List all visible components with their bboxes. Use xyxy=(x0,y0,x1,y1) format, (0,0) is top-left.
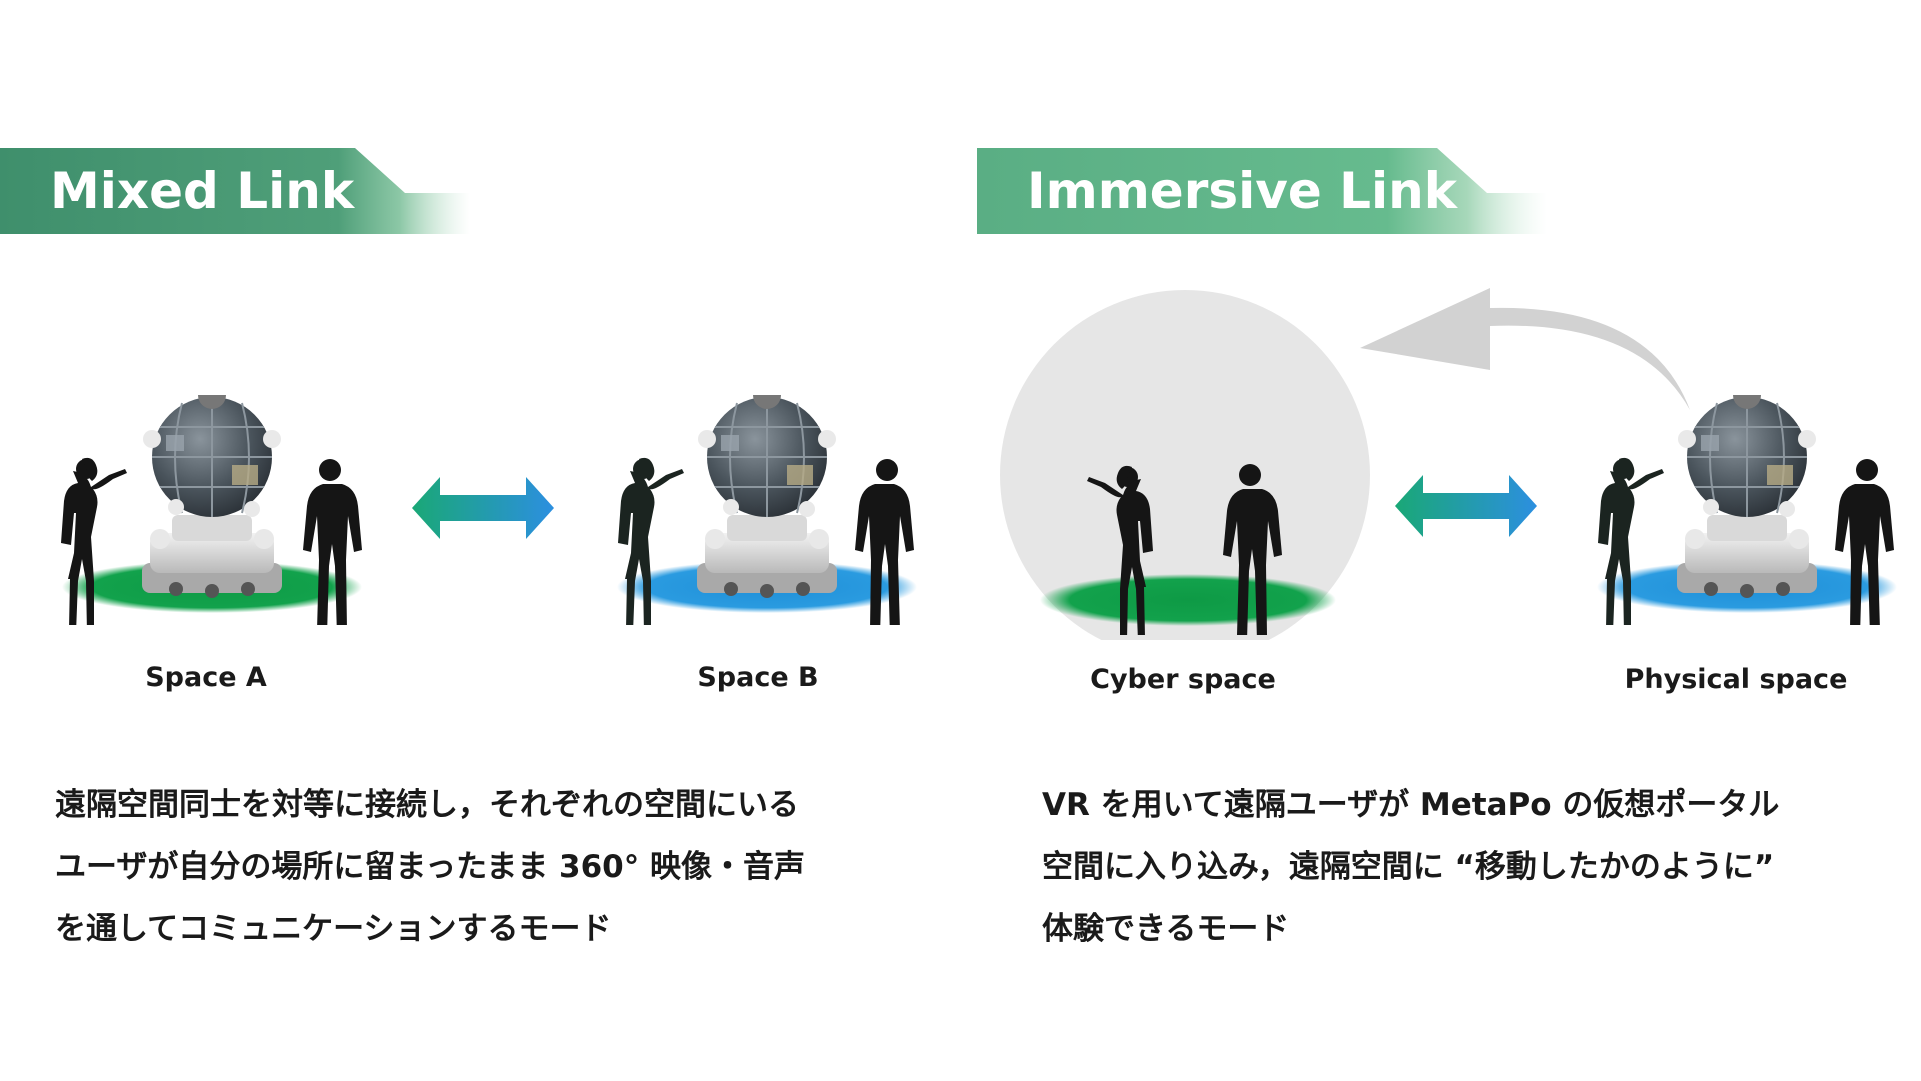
cyber-space-label: Cyber space xyxy=(1090,664,1276,695)
curved-arrow-icon xyxy=(1350,280,1700,420)
description-line: 遠隔空間同士を対等に接続し，それぞれの空間にいる xyxy=(55,787,799,823)
banner-shape xyxy=(0,148,470,234)
space-b-label: Space B xyxy=(697,662,819,693)
immersive-link-banner: Immersive Link xyxy=(977,148,1557,234)
immersive-link-description: VR を用いて遠隔ユーザが MetaPo の仮想ポータル 空間に入り込み，遠隔空… xyxy=(1042,774,1779,960)
mixed-link-description: 遠隔空間同士を対等に接続し，それぞれの空間にいる ユーザが自分の場所に留まったま… xyxy=(55,774,805,960)
space-a-label: Space A xyxy=(145,662,267,693)
double-arrow-icon xyxy=(412,477,554,539)
mixed-link-banner: Mixed Link xyxy=(0,148,480,234)
immersive-link-title: Immersive Link xyxy=(1027,162,1458,220)
description-line: 空間に入り込み，遠隔空間に “移動したかのように” xyxy=(1042,849,1775,885)
banner-shape xyxy=(977,148,1547,234)
description-line: ユーザが自分の場所に留まったまま 360° 映像・音声 xyxy=(55,849,806,885)
space-b-scene xyxy=(605,395,925,625)
description-line: 体験できるモード xyxy=(1042,911,1290,947)
metapo-robot-icon xyxy=(1676,395,1818,599)
metapo-robot-icon xyxy=(141,395,283,599)
cyber-space-bubble xyxy=(1000,290,1370,660)
description-line: を通してコミュニケーションするモード xyxy=(55,911,612,947)
cyber-space-scene xyxy=(1030,395,1350,635)
metapo-robot-icon xyxy=(696,395,838,599)
space-a-scene xyxy=(50,395,370,625)
description-line: VR を用いて遠隔ユーザが MetaPo の仮想ポータル xyxy=(1042,787,1780,823)
physical-space-scene xyxy=(1585,395,1905,625)
physical-space-label: Physical space xyxy=(1624,664,1848,695)
double-arrow-icon xyxy=(1395,475,1537,537)
mixed-link-title: Mixed Link xyxy=(50,162,355,220)
floor-green xyxy=(1040,574,1336,626)
